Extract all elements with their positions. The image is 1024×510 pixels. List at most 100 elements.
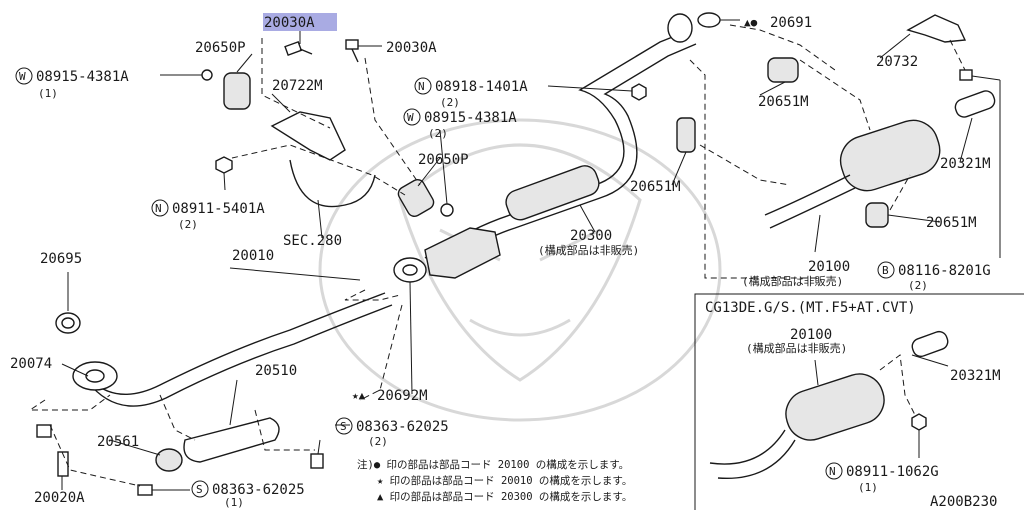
rubber-hanger-20650p-mid[interactable] — [396, 177, 436, 219]
assembly-dashed-lines — [28, 24, 966, 487]
svg-text:W: W — [19, 70, 26, 83]
label-08911-5401a[interactable]: 08911-5401A — [172, 201, 265, 217]
bolt-08363-bottom[interactable] — [137, 484, 153, 496]
label-20030a-right[interactable]: 20030A — [386, 40, 437, 56]
watermark-emblem — [318, 118, 722, 422]
n-badge-icon — [151, 199, 169, 217]
figure-code: A200B230 — [930, 494, 997, 510]
label-20561[interactable]: 20561 — [97, 434, 139, 450]
label-20074[interactable]: 20074 — [10, 356, 52, 372]
rubber-hanger-20651m-right[interactable] — [865, 202, 889, 228]
sec280-wire — [289, 159, 376, 208]
washer-08915-mid[interactable] — [440, 203, 454, 217]
label-08911-1062g[interactable]: 08911-1062G — [846, 464, 939, 480]
center-pipe-20300[interactable] — [424, 29, 691, 259]
label-08363-62025-right[interactable]: 08363-62025 — [356, 419, 449, 435]
qty-08918-1401a: (2) — [440, 96, 460, 109]
note-20100-main: (構成部品は非販売) — [742, 274, 843, 288]
label-08116-8201g[interactable]: 08116-8201G — [898, 263, 991, 279]
rubber-hanger-20650p-top[interactable] — [223, 72, 251, 110]
label-08915-4381a-left[interactable]: 08915-4381A — [36, 69, 129, 85]
tail-tip-20321m[interactable] — [953, 89, 997, 120]
label-08915-4381a-mid[interactable]: 08915-4381A — [424, 110, 517, 126]
svg-text:N: N — [829, 465, 836, 478]
washer-08915-left[interactable] — [201, 69, 213, 81]
qty-08363-bottom: (1) — [224, 496, 244, 509]
label-20722m[interactable]: 20722M — [272, 78, 323, 94]
label-20321m-top[interactable]: 20321M — [940, 156, 991, 172]
qty-08363-right: (2) — [368, 435, 388, 448]
label-20010[interactable]: 20010 — [232, 248, 274, 264]
bolt-20030a-right[interactable] — [345, 39, 359, 63]
gasket-20691[interactable] — [697, 12, 721, 28]
center-pipe-flange[interactable] — [667, 13, 693, 43]
label-20100-inset[interactable]: 20100 — [790, 327, 832, 343]
rubber-hanger-20651m-top[interactable] — [767, 57, 799, 83]
note-line-3: ▲ 印の部品は部品コード 20300 の構成を示します。 — [377, 490, 632, 503]
s-badge-icon — [191, 480, 209, 498]
label-20695[interactable]: 20695 — [40, 251, 82, 267]
s-badge-icon — [335, 417, 353, 435]
label-20692m[interactable]: 20692M — [377, 388, 428, 404]
rubber-hanger-20651m-mid[interactable] — [676, 117, 696, 153]
bolt-08116-8201g[interactable] — [959, 69, 973, 81]
sensor-20020a[interactable] — [57, 451, 69, 477]
label-08918-1401a[interactable]: 08918-1401A — [435, 79, 528, 95]
sensor-20074[interactable] — [36, 424, 52, 438]
note-line-1: 注)● 印の部品は部品コード 20100 の構成を示します。 — [357, 458, 629, 471]
svg-text:N: N — [155, 202, 162, 215]
resonator-20300[interactable] — [503, 162, 603, 223]
qty-08911-5401a: (2) — [178, 218, 198, 231]
qty-08911-1062g: (1) — [858, 481, 878, 494]
inset-rear-muffler-20100[interactable] — [709, 368, 890, 480]
inset-nut-08911-1062g[interactable] — [911, 413, 927, 431]
label-08363-62025-bottom[interactable]: 08363-62025 — [212, 482, 305, 498]
svg-text:S: S — [340, 420, 347, 433]
svg-text:B: B — [882, 264, 889, 277]
n-badge-icon — [825, 462, 843, 480]
svg-text:W: W — [407, 111, 414, 124]
label-20732[interactable]: 20732 — [876, 54, 918, 70]
heat-shield-20510[interactable] — [183, 417, 280, 463]
bolt-08363-right[interactable] — [310, 453, 324, 469]
n-badge-icon — [414, 77, 432, 95]
label-sec280[interactable]: SEC.280 — [283, 233, 342, 249]
rear-muffler-20100[interactable] — [764, 114, 946, 229]
label-20650p-top[interactable]: 20650P — [195, 40, 246, 56]
note-20100-inset: (構成部品は非販売) — [746, 341, 847, 355]
label-20020a[interactable]: 20020A — [34, 490, 85, 506]
label-20100-main[interactable]: 20100 — [808, 259, 850, 275]
w-badge-icon — [403, 108, 421, 126]
nut-08918-1401a[interactable] — [631, 83, 647, 101]
label-20651m-top[interactable]: 20651M — [758, 94, 809, 110]
inset-title: CG13DE.G/S.(MT.F5+AT.CVT) — [705, 300, 916, 316]
svg-text:N: N — [418, 80, 425, 93]
highlight-20030a — [263, 13, 337, 31]
label-20651m-right[interactable]: 20651M — [926, 215, 977, 231]
bracket-20722m[interactable] — [270, 111, 346, 161]
label-20650p-mid[interactable]: 20650P — [418, 152, 469, 168]
qty-08915-left: (1) — [38, 87, 58, 100]
catalyst-body[interactable] — [424, 227, 501, 279]
b-badge-icon — [877, 261, 895, 279]
part-20561[interactable] — [155, 448, 183, 472]
label-20321m-inset[interactable]: 20321M — [950, 368, 1001, 384]
note-line-2: ★ 印の部品は部品コード 20010 の構成を示します。 — [377, 474, 632, 487]
label-20691[interactable]: 20691 — [770, 15, 812, 31]
bolt-20030a-top[interactable] — [284, 40, 313, 56]
note-20300: (構成部品は非販売) — [538, 243, 639, 257]
front-pipe-20010[interactable] — [79, 292, 386, 395]
bracket-20732[interactable] — [906, 14, 967, 43]
label-20651m-mid[interactable]: 20651M — [630, 179, 681, 195]
qty-08915-mid: (2) — [428, 127, 448, 140]
inset-tail-tip-20321m[interactable] — [910, 329, 950, 358]
label-20030a-top[interactable]: 20030A — [264, 15, 315, 31]
label-20510[interactable]: 20510 — [255, 363, 297, 379]
svg-text:S: S — [196, 483, 203, 496]
label-20300[interactable]: 20300 — [570, 228, 612, 244]
w-badge-icon — [15, 67, 33, 85]
inset-frame — [694, 293, 1024, 510]
marks-20691: ▲● — [744, 16, 758, 29]
nut-08911-5401a[interactable] — [215, 156, 233, 174]
